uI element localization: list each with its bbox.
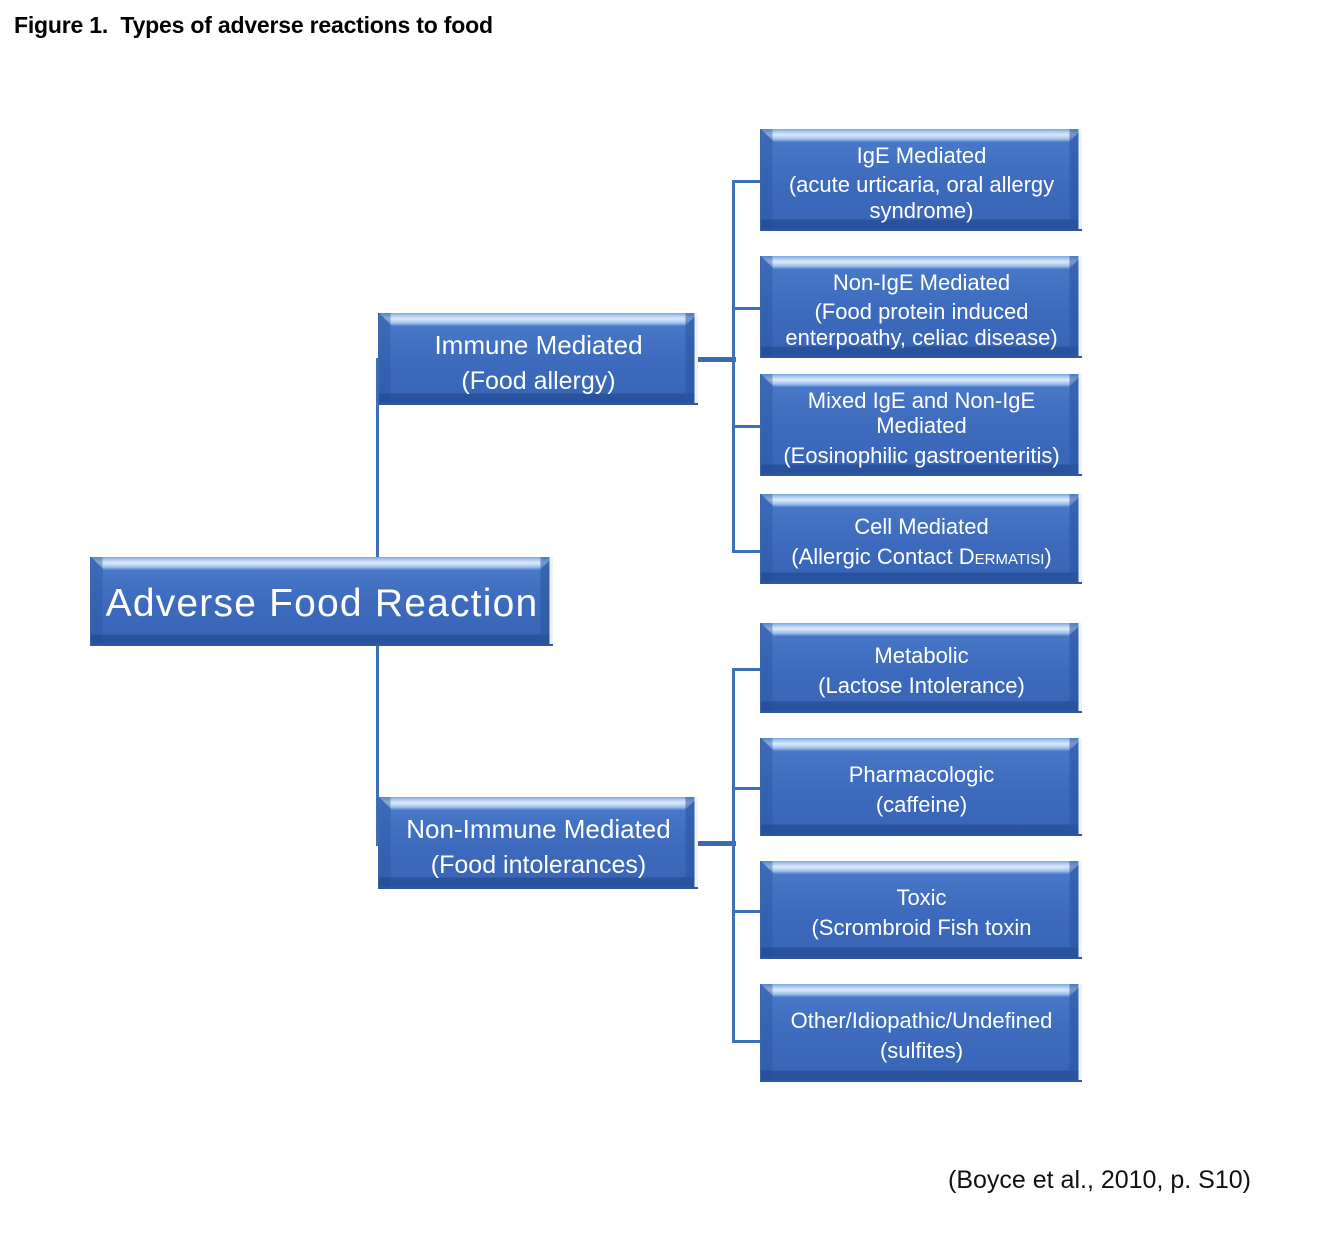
node-label-primary: Pharmacologic [848, 762, 995, 788]
node-label-primary: Mixed IgE and Non-IgE Mediated [807, 387, 1036, 439]
connector-nonimmune-out [697, 841, 736, 846]
node-label-secondary: (sulfites) [879, 1038, 964, 1063]
node-label-primary: Non-Immune Mediated [406, 814, 671, 845]
connector-branch-metabolic [732, 668, 762, 671]
node-label-primary: Metabolic [874, 643, 969, 669]
connector-root-to-immune [376, 359, 379, 559]
node-label-primary: Immune Mediated [434, 330, 643, 361]
node-label-secondary-smallcaps: Dermatisi [958, 544, 1045, 569]
node-mixed-ige-and-non-ige-mediated[interactable]: Mixed IgE and Non-IgE Mediated (Eosinoph… [760, 374, 1082, 476]
node-pharmacologic[interactable]: Pharmacologic (caffeine) [760, 738, 1082, 836]
node-label-secondary: (Allergic Contact Dermatisi) [783, 540, 1059, 570]
node-ige-mediated[interactable]: IgE Mediated (acute urticaria, oral alle… [760, 129, 1082, 231]
page-title: Figure 1. Types of adverse reactions to … [14, 12, 493, 38]
connector-branch-cell [732, 550, 762, 553]
connector-branch-pharma [732, 787, 762, 790]
connector-branch-mixed [732, 425, 762, 428]
node-label-primary: Toxic [896, 885, 947, 911]
connector-branch-other [732, 1040, 762, 1043]
connector-branch-toxic [732, 910, 762, 913]
connector-lower-trunk [732, 668, 735, 1043]
node-cell-mediated[interactable]: Cell Mediated (Allergic Contact Dermatis… [760, 494, 1082, 584]
node-label: Adverse Food Reaction [105, 581, 539, 625]
node-metabolic[interactable]: Metabolic (Lactose Intolerance) [760, 623, 1082, 713]
source-citation: (Boyce et al., 2010, p. S10) [948, 1166, 1251, 1194]
node-other-idiopathic-undefined[interactable]: Other/Idiopathic/Undefined (sulfites) [760, 984, 1082, 1082]
node-label-primary: Cell Mediated [854, 514, 989, 540]
node-adverse-food-reaction[interactable]: Adverse Food Reaction [90, 557, 553, 646]
node-label-secondary-suffix: ) [1044, 544, 1052, 569]
node-label-secondary: (Food allergy) [461, 366, 616, 395]
connector-upper-trunk [732, 180, 735, 553]
node-label-secondary-prefix: (Allergic Contact [791, 544, 959, 569]
node-label-secondary: (Food intolerances) [430, 850, 647, 879]
node-immune-mediated[interactable]: Immune Mediated (Food allergy) [378, 313, 698, 405]
node-label-primary: Non-IgE Mediated [832, 269, 1011, 295]
connector-branch-ige [732, 180, 762, 183]
connector-root-to-nonimmune [376, 644, 379, 845]
connector-branch-non-ige [732, 307, 762, 310]
node-label-secondary: (Scrombroid Fish toxin [811, 915, 1032, 940]
node-label-secondary: (Eosinophilic gastroenteritis) [783, 442, 1060, 468]
node-toxic[interactable]: Toxic (Scrombroid Fish toxin [760, 861, 1082, 959]
node-label-primary: Other/Idiopathic/Undefined [790, 1008, 1053, 1034]
node-non-ige-mediated[interactable]: Non-IgE Mediated (Food protein induced e… [760, 256, 1082, 358]
node-label-secondary: (Lactose Intolerance) [818, 673, 1025, 698]
node-non-immune-mediated[interactable]: Non-Immune Mediated (Food intolerances) [378, 797, 698, 889]
connector-immune-out [697, 357, 736, 362]
node-label-primary: IgE Mediated [856, 142, 987, 168]
node-label-secondary: (Food protein induced enterpoathy, celia… [785, 299, 1058, 350]
node-label-secondary: (caffeine) [875, 792, 968, 817]
node-label-secondary: (acute urticaria, oral allergy syndrome) [788, 172, 1055, 223]
